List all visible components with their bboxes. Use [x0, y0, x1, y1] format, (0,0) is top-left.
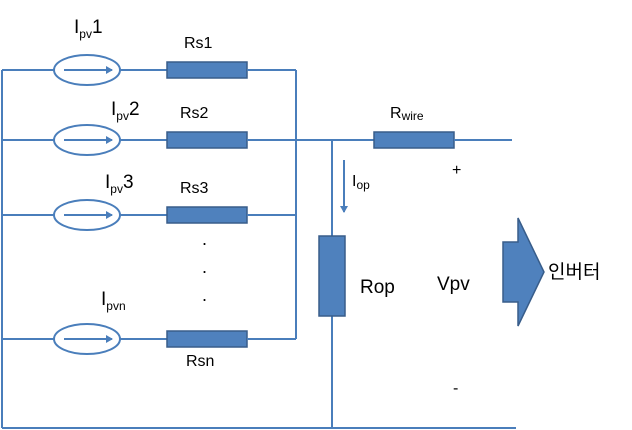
source-label-1: Ipv1 — [74, 17, 103, 41]
ellipsis-dot-1: . — [202, 229, 207, 249]
op-resistor — [318, 235, 346, 317]
series-resistor-2 — [166, 131, 248, 149]
op-resistor-label: Rop — [360, 277, 395, 298]
series-resistor-label-3: Rs3 — [180, 180, 209, 197]
wire-resistor-label: Rwire — [390, 105, 424, 123]
series-resistor-label-2: Rs2 — [180, 105, 209, 122]
voltage-label: Vpv — [437, 274, 470, 295]
series-resistor-label-n: Rsn — [186, 353, 214, 370]
wire-resistor — [373, 131, 455, 149]
op-current-label: Iop — [352, 173, 370, 192]
source-label-3: Ipv3 — [105, 172, 134, 196]
source-label-2: Ipv2 — [111, 99, 140, 123]
plus-sign: + — [452, 162, 461, 179]
source-label-n: Ipvn — [101, 289, 126, 313]
ellipsis-dot-2: . — [202, 257, 207, 277]
inverter-label: 인버터 — [548, 261, 600, 283]
series-resistor-3 — [166, 206, 248, 224]
minus-sign: - — [453, 380, 458, 397]
string-branch-2 — [2, 124, 296, 156]
series-resistor-label-1: Rs1 — [184, 35, 213, 52]
inverter-block-arrow — [502, 217, 545, 327]
string-branch-3 — [2, 199, 296, 231]
series-resistor-n — [166, 330, 248, 348]
string-branch-1 — [2, 54, 296, 86]
ellipsis-dot-3: . — [202, 285, 207, 305]
string-branch-n — [2, 323, 296, 355]
series-resistor-1 — [166, 61, 248, 79]
